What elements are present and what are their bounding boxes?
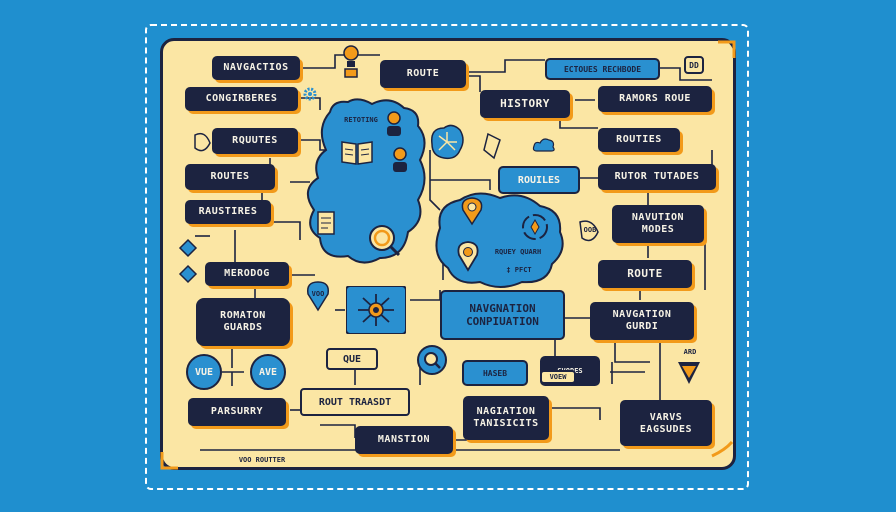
node-varvs-eagsudes[interactable]: VARVS EAGSUDES bbox=[620, 400, 712, 446]
map-pin-icon-2 bbox=[457, 241, 479, 272]
node-congirberes[interactable]: CONGIRBERES bbox=[185, 87, 298, 111]
map-pin-icon bbox=[461, 197, 483, 226]
dashed-frame bbox=[145, 24, 749, 490]
node-navution-modes[interactable]: NAVUTION MODES bbox=[612, 205, 704, 243]
book-icon bbox=[341, 141, 373, 165]
node-routies[interactable]: ROUTIES bbox=[598, 128, 680, 152]
node-route-right[interactable]: ROUTE bbox=[598, 260, 692, 288]
person-icon-2 bbox=[393, 147, 407, 172]
node-history[interactable]: HISTORY bbox=[480, 90, 570, 118]
cloud-icon bbox=[532, 138, 555, 152]
lightbulb-icon bbox=[343, 45, 359, 78]
node-ectoues-rechbode[interactable]: ECTOUES RECHBODE bbox=[545, 58, 660, 80]
node-que[interactable]: QUE bbox=[326, 348, 378, 370]
node-voew[interactable]: VOEW bbox=[540, 370, 576, 384]
node-navgactios[interactable]: NAVGACTIOS bbox=[212, 56, 300, 80]
document-icon bbox=[317, 211, 335, 235]
vgc-router-label: VOO ROUTTER bbox=[238, 456, 286, 464]
node-rout-traasdt[interactable]: ROUT TRAASDT bbox=[300, 388, 410, 416]
node-vue-circle[interactable]: VUE bbox=[186, 354, 222, 390]
node-navgation-gurdi[interactable]: NAVGATION GURDI bbox=[590, 302, 694, 340]
node-routes[interactable]: ROUTES bbox=[185, 164, 275, 190]
node-ramors-roue[interactable]: RAMORS ROUE bbox=[598, 86, 712, 112]
network-hub-icon bbox=[346, 286, 406, 334]
network-icon bbox=[431, 124, 464, 160]
node-raustires[interactable]: RAUSTIRES bbox=[185, 200, 271, 224]
node-merodog[interactable]: MERODOG bbox=[205, 262, 289, 286]
node-romaton-guards[interactable]: ROMATON GUARDS bbox=[196, 298, 290, 346]
node-rquutes[interactable]: RQUUTES bbox=[212, 128, 298, 154]
dd-label: DD bbox=[684, 56, 704, 74]
rquey-quarh-label: RQUEY QUARH bbox=[494, 248, 542, 256]
map-pin-icon-3 bbox=[306, 281, 330, 312]
retoting-label: RETOTING bbox=[344, 116, 378, 124]
node-navgnation-conpiuation[interactable]: NAVGNATION CONPIUATION bbox=[440, 290, 565, 340]
node-rouiles[interactable]: ROUILES bbox=[498, 166, 580, 194]
ard-label: ARD bbox=[683, 348, 697, 356]
node-ave-circle[interactable]: AVE bbox=[250, 354, 286, 390]
magnifier-icon bbox=[369, 225, 401, 257]
voo-pin-label: VOO bbox=[311, 290, 325, 298]
oob-label: OOB bbox=[583, 226, 597, 234]
node-parsurry[interactable]: PARSURRY bbox=[188, 398, 286, 426]
compass-icon bbox=[522, 214, 548, 240]
xpect-label: ‡ PFCT bbox=[506, 266, 532, 274]
person-icon bbox=[387, 111, 401, 136]
gear-icon bbox=[303, 87, 317, 101]
node-manstion[interactable]: MANSTION bbox=[355, 426, 453, 454]
search-circle-icon bbox=[417, 345, 447, 375]
node-nagiation-tanisicits[interactable]: NAGIATION TANISICITS bbox=[463, 396, 549, 440]
node-route-top[interactable]: ROUTE bbox=[380, 60, 466, 88]
node-haseb[interactable]: HASEB bbox=[462, 360, 528, 386]
node-rutor-tutades[interactable]: RUTOR TUTADES bbox=[598, 164, 716, 190]
